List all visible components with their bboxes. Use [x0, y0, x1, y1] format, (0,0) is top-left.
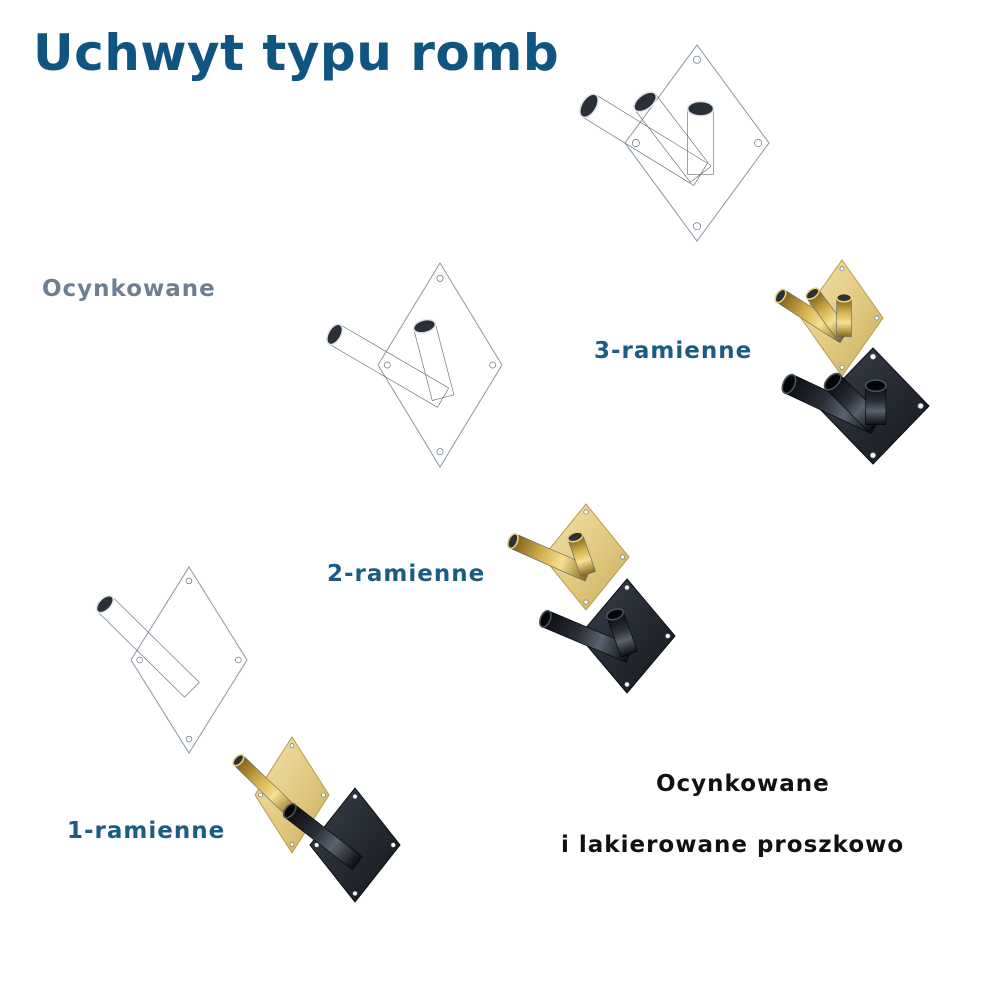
tube-arm: [864, 379, 887, 425]
mounting-plate: [130, 566, 248, 754]
page-title: Uchwyt typu romb: [33, 24, 560, 82]
mounting-hole: [754, 139, 763, 147]
mounting-hole: [631, 139, 640, 147]
tube-arm: [95, 594, 200, 698]
mounting-hole: [321, 792, 326, 798]
mounting-hole: [352, 890, 358, 897]
mounting-hole: [839, 364, 845, 370]
label-3-arm: 3-ramienne: [594, 338, 753, 364]
mounting-hole: [383, 361, 391, 369]
label-finish-line-2: i lakierowane proszkowo: [561, 832, 905, 858]
tube-arm: [686, 100, 715, 175]
bracket-3-arm-galvanized: [579, 44, 770, 242]
mounting-hole: [665, 633, 671, 639]
label-galvanized: Ocynkowane: [42, 276, 216, 302]
mounting-hole: [352, 793, 358, 800]
mounting-hole: [436, 274, 444, 282]
mounting-hole: [583, 509, 589, 515]
bracket-3-arm-gold: [774, 259, 884, 377]
tube-arm: [412, 318, 455, 401]
mounting-hole: [693, 55, 701, 64]
mounting-hole: [390, 842, 396, 848]
mounting-hole: [258, 792, 263, 798]
bracket-2-arm-galvanized: [326, 262, 503, 468]
mounting-hole: [136, 656, 143, 664]
mounting-hole: [314, 842, 320, 848]
mounting-hole: [289, 743, 295, 749]
bracket-1-arm-black: [282, 787, 401, 903]
bracket-3-arm-black: [781, 347, 930, 465]
tube-arm: [232, 753, 299, 819]
tube-arm: [605, 608, 638, 658]
bracket-1-arm-galvanized: [95, 566, 248, 754]
label-2-arm: 2-ramienne: [327, 561, 486, 587]
mounting-hole: [289, 841, 295, 847]
mounting-hole: [839, 266, 845, 272]
label-1-arm: 1-ramienne: [67, 818, 226, 844]
tube-arm: [282, 803, 363, 871]
mounting-hole: [185, 735, 193, 743]
mounting-hole: [583, 599, 589, 605]
mounting-hole: [235, 656, 242, 664]
mounting-hole: [917, 402, 924, 410]
mounting-hole: [624, 681, 630, 688]
tube-arm: [835, 292, 853, 337]
mounting-hole: [624, 584, 630, 591]
label-finish-line-1: Ocynkowane: [656, 771, 830, 797]
mounting-plate: [377, 262, 503, 468]
bracket-2-arm-gold: [507, 503, 630, 611]
mounting-hole: [869, 452, 877, 459]
mounting-plate: [624, 44, 770, 242]
mounting-hole: [874, 315, 880, 321]
mounting-hole: [620, 554, 625, 560]
tube-arm: [567, 531, 596, 577]
mounting-plate: [309, 787, 401, 903]
mounting-hole: [869, 353, 877, 360]
mounting-hole: [185, 577, 193, 585]
bracket-2-arm-black: [539, 578, 676, 694]
tube-arm: [507, 532, 592, 582]
mounting-hole: [489, 361, 497, 369]
mounting-hole: [436, 448, 444, 456]
mounting-hole: [693, 222, 701, 231]
